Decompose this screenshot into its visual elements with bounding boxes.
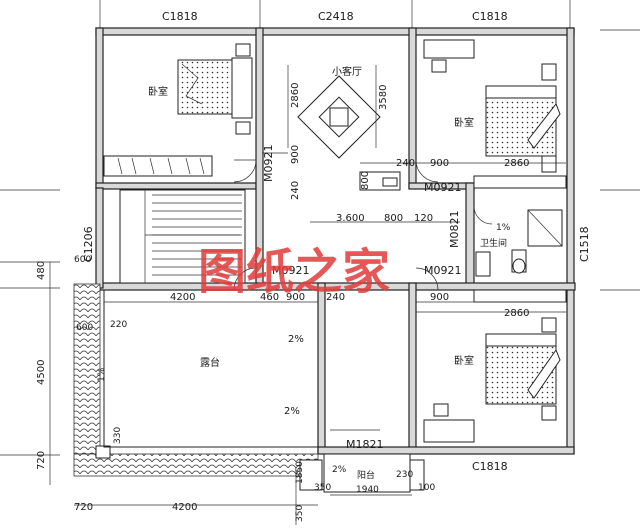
- room-label-balcony: 阳台: [357, 469, 375, 481]
- room-label-bedroom-se: 卧室: [454, 354, 474, 367]
- dim-4500: 4500: [36, 360, 47, 385]
- dim-330: 330: [113, 427, 123, 444]
- dim-3600: 3.600: [336, 213, 365, 224]
- door-label-d2: M0921: [424, 181, 462, 194]
- dim-3580: 3580: [378, 85, 389, 110]
- dim-220: 220: [110, 320, 127, 330]
- bed-ne: [485, 63, 561, 173]
- door-label-d1: M0921: [262, 145, 275, 183]
- dim-900d: 900: [430, 292, 449, 303]
- axis-lines: [0, 0, 640, 456]
- dim-460: 460: [260, 292, 279, 303]
- wardrobe-se: [473, 289, 567, 303]
- dim-720a: 720: [36, 451, 47, 470]
- tea-table: [297, 75, 381, 159]
- walls: [95, 27, 576, 455]
- dim-240b: 240: [290, 181, 301, 200]
- dim-350a: 350: [314, 483, 331, 493]
- dim-1940: 1940: [356, 485, 379, 495]
- dim-480: 480: [36, 261, 47, 280]
- dim-600a: 600: [74, 255, 91, 265]
- window-label-top-mid: C2418: [318, 10, 354, 23]
- dim-900a: 900: [290, 145, 301, 164]
- dim-240c: 240: [326, 292, 345, 303]
- dim-230: 230: [396, 470, 413, 480]
- door-swings: [233, 159, 493, 431]
- bed-nw: [177, 43, 253, 135]
- room-label-living-small: 小客厅: [332, 65, 362, 78]
- desk-ne: [423, 39, 475, 73]
- dim-1850: 1850: [295, 461, 305, 484]
- window-label-left: C1206: [82, 226, 95, 262]
- slope-label-2: 2%: [284, 406, 300, 417]
- dim-800a: 800: [360, 171, 371, 190]
- bed-se: [485, 317, 561, 421]
- door-label-d5: M0821: [448, 211, 461, 249]
- window-label-bottom-right: C1818: [472, 460, 508, 473]
- desk-se: [423, 403, 475, 443]
- dim-900b: 900: [430, 158, 449, 169]
- dim-2860a: 2860: [290, 83, 301, 108]
- dim-120: 120: [414, 213, 433, 224]
- room-label-bathroom: 卫生间: [480, 237, 507, 249]
- dim-240a: 240: [396, 158, 415, 169]
- window-label-top-right: C1818: [472, 10, 508, 23]
- dimension-lines: [49, 65, 566, 525]
- dim-600b: 600: [76, 323, 93, 333]
- dim-2860c: 2860: [504, 308, 529, 319]
- window-label-top-left: C1818: [162, 10, 198, 23]
- staircase: [119, 189, 246, 284]
- dim-900c: 900: [286, 292, 305, 303]
- door-label-d6: M1821: [346, 438, 384, 451]
- dim-100: 100: [418, 483, 435, 493]
- dim-800b: 800: [384, 213, 403, 224]
- room-label-bedroom-ne: 卧室: [454, 116, 474, 129]
- room-label-bedroom-nw: 卧室: [148, 85, 168, 98]
- door-label-d3: M0921: [272, 264, 310, 277]
- bathroom-fixtures: [475, 209, 563, 277]
- slope-label-3: 2%: [332, 465, 347, 475]
- terrace-parapet: [73, 283, 319, 477]
- window-label-right: C1518: [578, 226, 591, 262]
- room-label-terrace: 露台: [200, 356, 220, 369]
- wardrobe-ne: [473, 175, 567, 189]
- wardrobe-nw: [103, 155, 213, 177]
- slope-label-4: 1%: [496, 223, 511, 233]
- slope-label-5: 1%: [97, 367, 107, 382]
- watermark-text: 图纸之家: [198, 244, 390, 300]
- dim-350b: 350: [295, 505, 305, 522]
- door-label-d4: M0921: [424, 264, 462, 277]
- dim-4200b: 4200: [172, 502, 197, 513]
- dim-2860b: 2860: [504, 158, 529, 169]
- balcony: [299, 453, 425, 493]
- dim-720b: 720: [74, 502, 93, 513]
- dim-4200a: 4200: [170, 292, 195, 303]
- slope-label-1: 2%: [288, 334, 304, 345]
